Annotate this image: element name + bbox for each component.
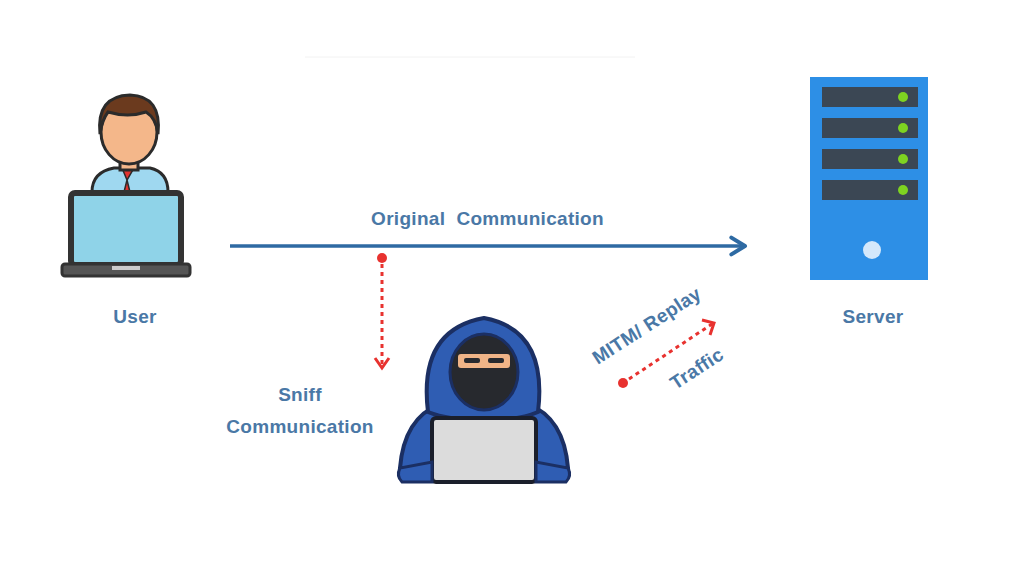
sniff-arrow — [375, 253, 389, 368]
annotation-label: Traffic — [663, 339, 730, 398]
icon-node: Server — [745, 75, 1001, 328]
faint-rule — [305, 57, 635, 58]
connector-line — [230, 244, 745, 248]
edge-label: Original Communication — [367, 208, 608, 230]
server-icon — [810, 77, 928, 280]
connector-arrow — [230, 238, 745, 255]
icon-node: User — [40, 90, 230, 328]
node-label: Server — [745, 306, 1001, 328]
hacker-icon — [398, 318, 569, 482]
annotation-label: Sniff Communication — [210, 379, 390, 443]
user-icon — [62, 95, 190, 276]
node-label: User — [40, 306, 230, 328]
arrowhead — [731, 238, 745, 255]
